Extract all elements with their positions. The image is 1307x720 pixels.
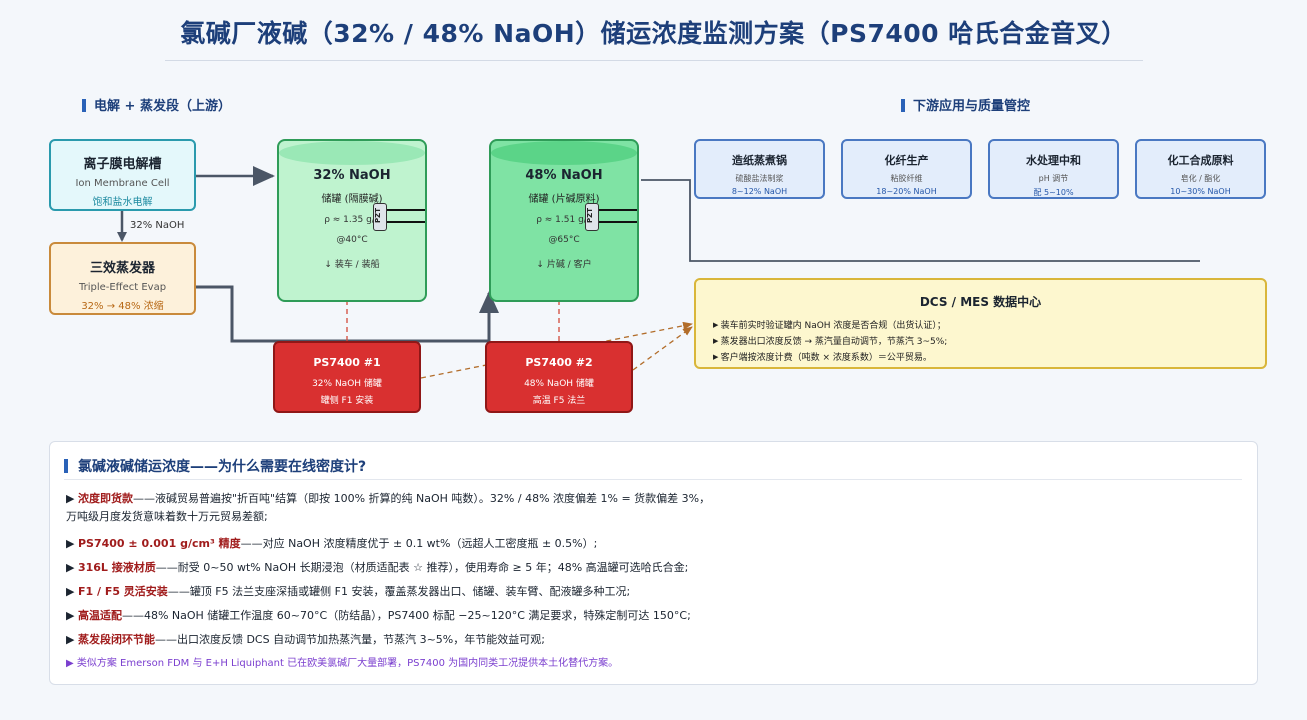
point-text: ——对应 NaOH 浓度精度优于 ± 0.1 wt%（远超人工密度瓶 ± 0.5…: [240, 537, 598, 550]
dcs-mes-data-center: DCS / MES 数据中心 装车前实时验证罐内 NaOH 浓度是否合规（出货认…: [694, 278, 1267, 369]
app-process: 粘胶纤维: [890, 174, 923, 183]
flow-label: 32% NaOH: [130, 220, 185, 231]
point-price-continued: 万吨级月度发货意味着数十万元贸易差额;: [66, 507, 1236, 526]
point-text: ——液碱贸易普遍按"折百吨"结算（即按 100% 折算的纯 NaOH 吨数）。3…: [132, 492, 711, 505]
downstream-section-label: 下游应用与质量管控: [913, 99, 1031, 114]
page-title: 氯碱厂液碱（32% / 48% NaOH）储运浓度监测方案（PS7400 哈氏合…: [180, 19, 1127, 48]
downstream-section-heading: 下游应用与质量管控: [901, 95, 1030, 114]
point-key: PS7400 ± 0.001 g/cm³ 精度: [77, 537, 241, 550]
tank-32-density: ρ ≈ 1.35 g/c: [324, 215, 380, 225]
section-marker: [82, 99, 86, 112]
point-key: 316L 接液材质: [77, 561, 156, 574]
ps2-to-dcs-link: [632, 326, 693, 371]
point-key: F1 / F5 灵活安装: [77, 585, 168, 598]
tank-48-naoh: 48% NaOH 储罐 (片碱原料) ρ ≈ 1.51 g/c @65°C ↓ …: [489, 139, 639, 302]
tank-48-density: ρ ≈ 1.51 g/c: [536, 215, 592, 225]
point-high-temp: ▶ 高温适配——48% NaOH 储罐工作温度 60~70°C（防结晶），PS7…: [66, 609, 691, 622]
tank-32-title: 32% NaOH: [313, 168, 391, 183]
panel-divider: [64, 479, 1242, 480]
tank48-to-applications-line: [641, 179, 1200, 262]
why-panel-title: 氯碱液碱储运浓度——为什么需要在线密度计?: [78, 459, 367, 475]
why-density-meter-panel: 氯碱液碱储运浓度——为什么需要在线密度计? ▶ 浓度即货款——液碱贸易普遍按"折…: [49, 441, 1258, 685]
pzt-sensor-icon: PZT: [373, 203, 387, 231]
app-title: 化纤生产: [884, 154, 929, 167]
sensor-fork-icon: [387, 209, 425, 223]
point-text: ——出口浓度反馈 DCS 自动调节加热蒸汽量，节蒸汽 3~5%，年节能效益可观;: [154, 633, 545, 646]
membrane-cell-box: 离子膜电解槽 Ion Membrane Cell 饱和盐水电解: [49, 139, 196, 211]
app-concentration: 8~12% NaOH: [731, 187, 788, 196]
tank-32-type: 储罐 (隔膜碱): [321, 194, 383, 205]
app-concentration: 18~20% NaOH: [876, 187, 937, 196]
section-marker: [901, 99, 905, 112]
ps2-location: 48% NaOH 储罐: [524, 379, 594, 389]
point-text: 万吨级月度发货意味着数十万元贸易差额;: [66, 510, 268, 523]
tank-32-temperature: @40°C: [336, 235, 368, 245]
tank-32-outlet: ↓ 装车 / 装船: [324, 260, 380, 270]
app-concentration: 配 5~10%: [1033, 188, 1074, 197]
point-text: ——罐顶 F5 法兰支座深插或罐侧 F1 安装，覆盖蒸发器出口、储罐、装车臂、配…: [167, 585, 631, 598]
point-energy-saving: ▶ 蒸发段闭环节能——出口浓度反馈 DCS 自动调节加热蒸汽量，节蒸汽 3~5%…: [66, 633, 545, 646]
app-chemical-synthesis: 化工合成原料 皂化 / 酯化 10~30% NaOH: [1135, 139, 1266, 199]
point-key: 蒸发段闭环节能: [77, 633, 155, 646]
upstream-section-heading: 电解 + 蒸发段（上游）: [82, 95, 231, 114]
evaporator-subtitle: Triple-Effect Evap: [78, 282, 167, 293]
point-text: ——耐受 0~50 wt% NaOH 长期浸泡（材质适配表 ☆ 推荐），使用寿命…: [155, 561, 689, 574]
reference-note: ▶ 类似方案 Emerson FDM 与 E+H Liquiphant 已在欧美…: [66, 658, 619, 669]
tank-cap: [279, 141, 425, 165]
ps1-title: PS7400 #1: [313, 356, 381, 369]
why-panel-heading: 氯碱液碱储运浓度——为什么需要在线密度计?: [64, 456, 366, 476]
tank-48-temperature: @65°C: [548, 235, 580, 245]
tank-48-outlet: ↓ 片碱 / 客户: [536, 260, 592, 270]
tank-48-type: 储罐 (片碱原料): [528, 194, 600, 205]
sensor-fork-icon: [599, 209, 637, 223]
dcs-title: DCS / MES 数据中心: [919, 295, 1042, 309]
tank-48-title: 48% NaOH: [525, 168, 603, 183]
evaporator-to-tank48-pipe: [196, 285, 499, 343]
app-process: pH 调节: [1038, 174, 1069, 183]
evaporator-note: 32% → 48% 浓缩: [81, 301, 164, 312]
point-installation: ▶ F1 / F5 灵活安装——罐顶 F5 法兰支座深插或罐侧 F1 安装，覆盖…: [66, 585, 631, 598]
point-accuracy: ▶ PS7400 ± 0.001 g/cm³ 精度——对应 NaOH 浓度精度优…: [66, 537, 598, 550]
ps1-mounting: 罐侧 F1 安装: [320, 396, 374, 406]
title-divider: [165, 60, 1143, 61]
membrane-cell-note: 饱和盐水电解: [92, 197, 153, 208]
ps2-title: PS7400 #2: [525, 356, 593, 369]
ps2-mounting: 高温 F5 法兰: [532, 396, 586, 406]
section-marker: [64, 459, 68, 473]
app-concentration: 10~30% NaOH: [1170, 187, 1231, 196]
membrane-cell-title: 离子膜电解槽: [83, 157, 162, 172]
ps7400-sensor-1: PS7400 #1 32% NaOH 储罐 罐侧 F1 安装: [273, 341, 421, 413]
point-text: ——48% NaOH 储罐工作温度 60~70°C（防结晶），PS7400 标配…: [121, 609, 691, 622]
tank-32-naoh: 32% NaOH 储罐 (隔膜碱) ρ ≈ 1.35 g/c @40°C ↓ 装…: [277, 139, 427, 302]
reference-note-text: 类似方案 Emerson FDM 与 E+H Liquiphant 已在欧美氯碱…: [76, 658, 619, 669]
dcs-item: 蒸发器出口浓度反馈 → 蒸汽量自动调节，节蒸汽 3~5%;: [713, 334, 1265, 350]
ps7400-sensor-2: PS7400 #2 48% NaOH 储罐 高温 F5 法兰: [485, 341, 633, 413]
point-price: ▶ 浓度即货款——液碱贸易普遍按"折百吨"结算（即按 100% 折算的纯 NaO…: [66, 492, 711, 505]
dcs-item: 客户端按浓度计费（吨数 × 浓度系数）＝公平贸易。: [713, 350, 1265, 366]
dcs-item: 装车前实时验证罐内 NaOH 浓度是否合规（出货认证）；: [713, 318, 1265, 334]
ps1-location: 32% NaOH 储罐: [312, 379, 382, 389]
app-process: 硫酸盐法制浆: [735, 174, 784, 183]
app-title: 造纸蒸煮锅: [732, 154, 787, 167]
point-key: 浓度即货款: [77, 492, 133, 505]
dcs-item-list: 装车前实时验证罐内 NaOH 浓度是否合规（出货认证）； 蒸发器出口浓度反馈 →…: [713, 318, 1265, 366]
membrane-cell-subtitle: Ion Membrane Cell: [75, 178, 170, 189]
app-process: 皂化 / 酯化: [1180, 174, 1221, 183]
point-key: 高温适配: [77, 609, 122, 622]
evaporator-box: 三效蒸发器 Triple-Effect Evap 32% → 48% 浓缩: [49, 242, 196, 315]
tank-cap: [491, 141, 637, 165]
app-title: 化工合成原料: [1167, 154, 1234, 167]
app-paper-digester: 造纸蒸煮锅 硫酸盐法制浆 8~12% NaOH: [694, 139, 825, 199]
point-material: ▶ 316L 接液材质——耐受 0~50 wt% NaOH 长期浸泡（材质适配表…: [66, 561, 689, 574]
app-water-treatment: 水处理中和 pH 调节 配 5~10%: [988, 139, 1119, 199]
evaporator-title: 三效蒸发器: [89, 261, 155, 276]
pzt-sensor-icon: PZT: [585, 203, 599, 231]
pzt-label: PZT: [374, 208, 382, 223]
app-fiber-production: 化纤生产 粘胶纤维 18~20% NaOH: [841, 139, 972, 199]
app-title: 水处理中和: [1026, 154, 1081, 167]
upstream-section-label: 电解 + 蒸发段（上游）: [94, 99, 231, 114]
connection-layer: [117, 166, 1200, 379]
pzt-label: PZT: [586, 208, 594, 223]
